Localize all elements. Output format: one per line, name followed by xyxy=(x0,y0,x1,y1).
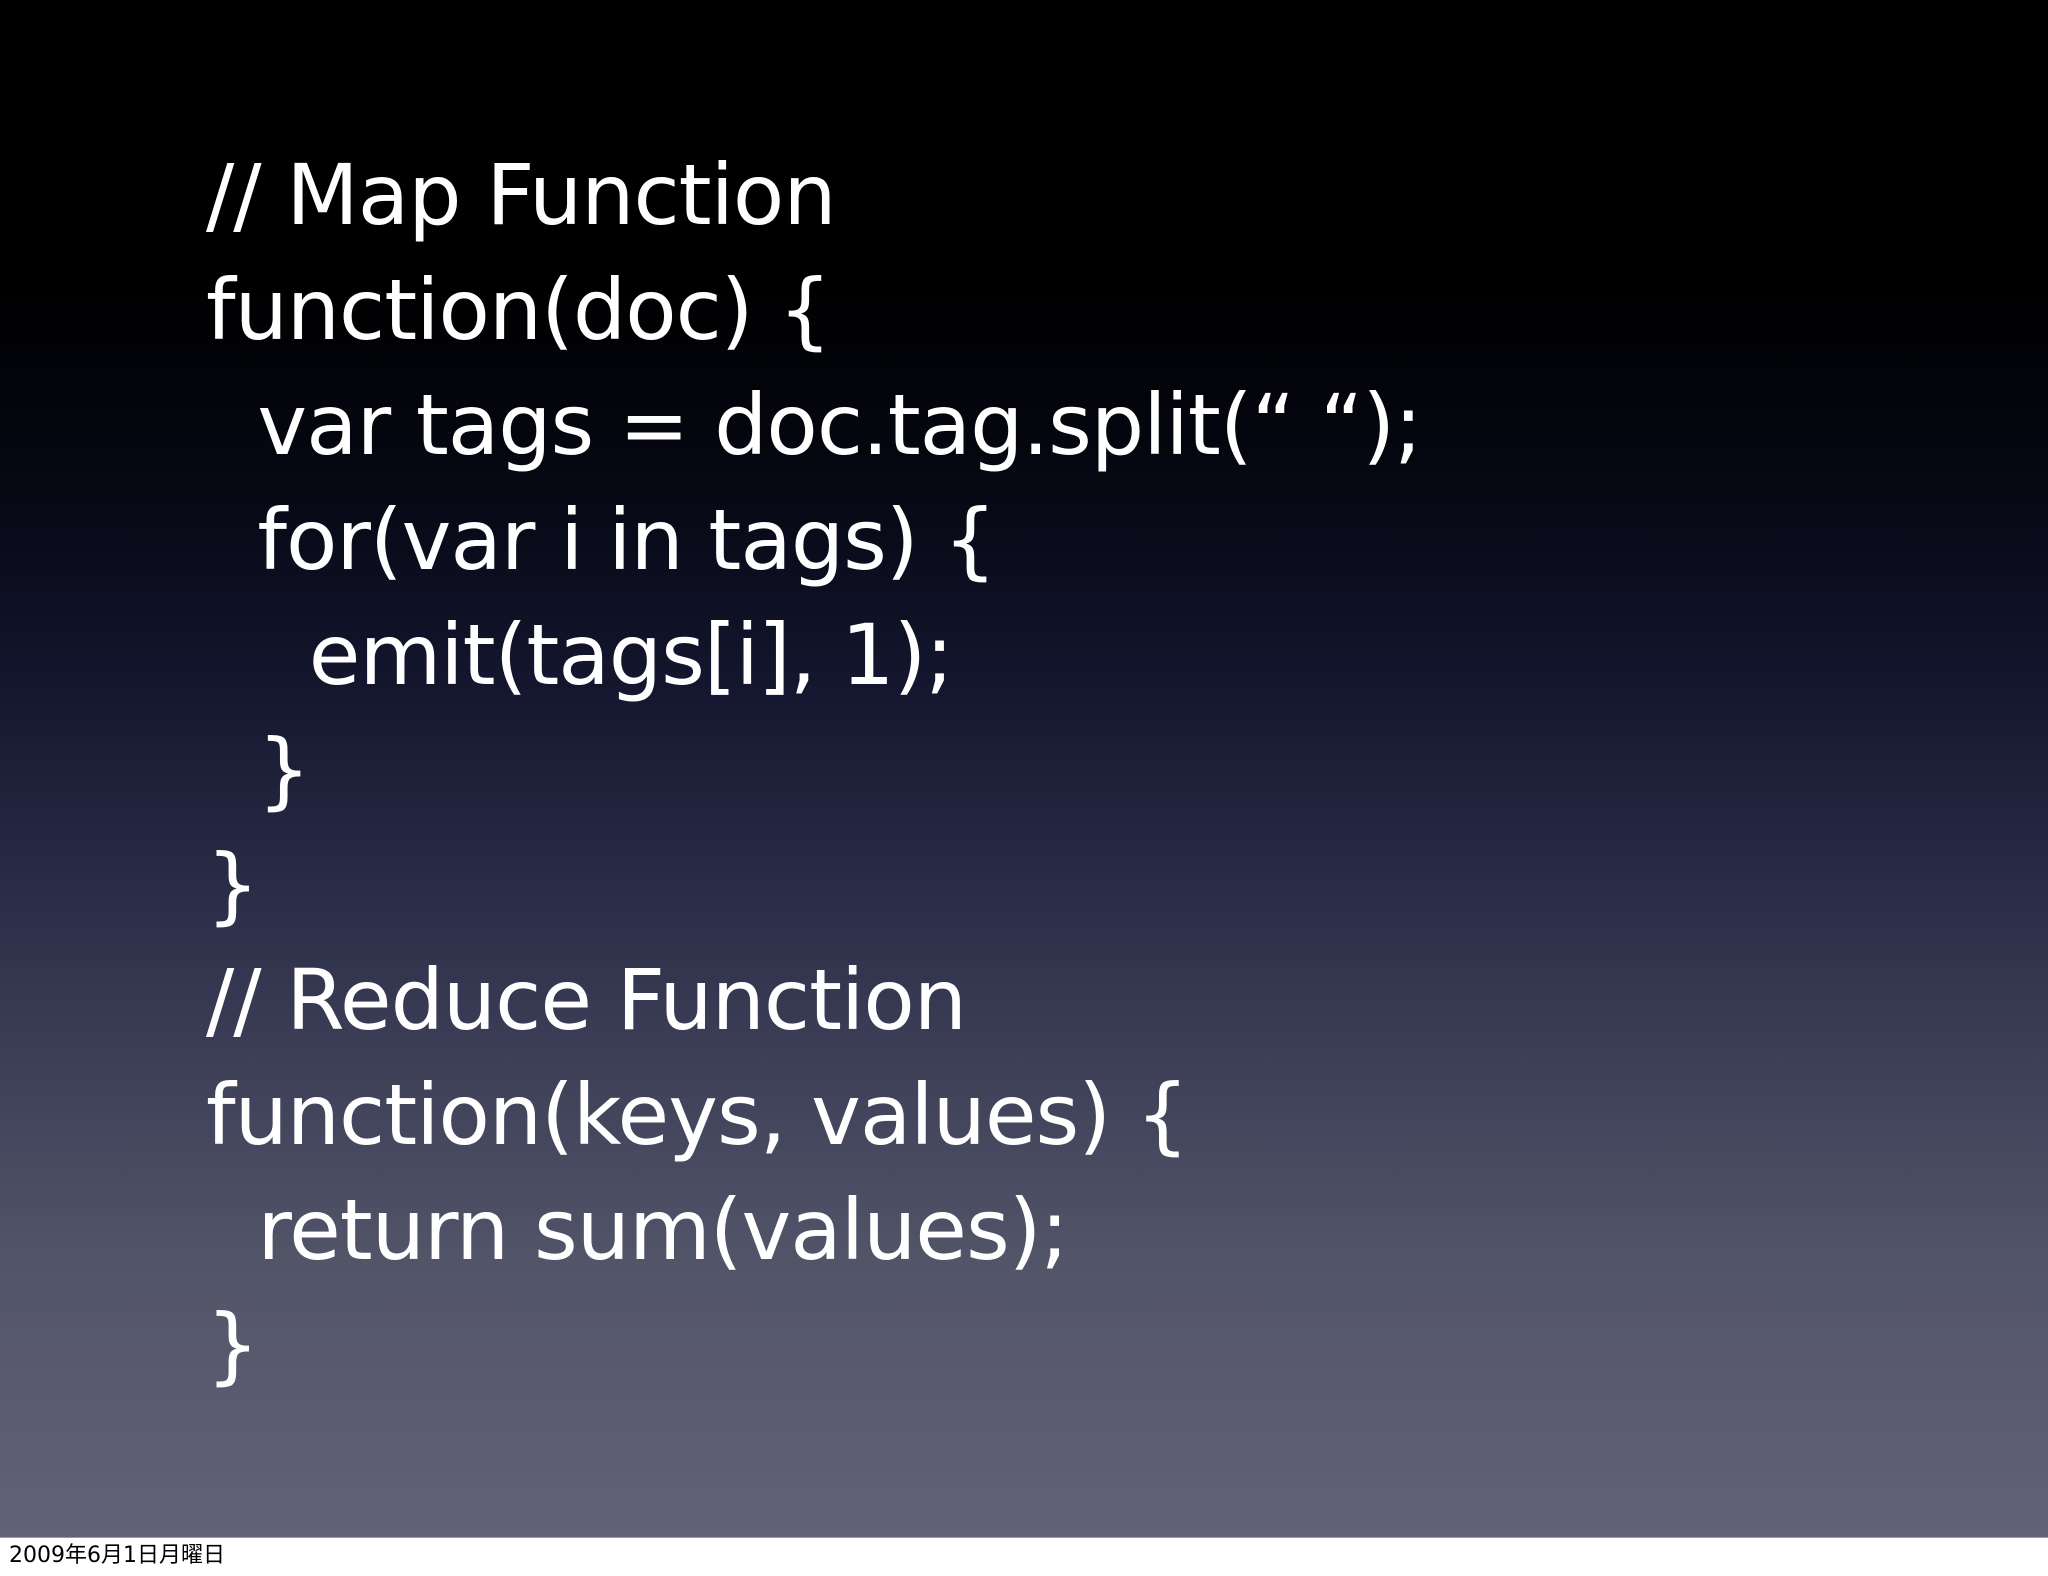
code-line: // Reduce Function xyxy=(206,951,967,1049)
code-line: } xyxy=(206,721,310,819)
code-line: emit(tags[i], 1); xyxy=(206,606,954,704)
code-line: var tags = doc.tag.split(“ “); xyxy=(206,376,1422,474)
code-block: // Map Function function(doc) { var tags… xyxy=(206,138,1422,1403)
code-line: function(doc) { xyxy=(206,261,832,359)
code-line: // Map Function xyxy=(206,146,837,244)
code-line: return sum(values); xyxy=(206,1181,1068,1279)
code-line: for(var i in tags) { xyxy=(206,491,996,589)
code-line: } xyxy=(206,1296,259,1394)
code-line: function(keys, values) { xyxy=(206,1066,1189,1164)
code-line: } xyxy=(206,836,259,934)
slide-canvas: // Map Function function(doc) { var tags… xyxy=(0,0,2048,1538)
footer-date: 2009年6月1日月曜日 xyxy=(9,1543,225,1568)
